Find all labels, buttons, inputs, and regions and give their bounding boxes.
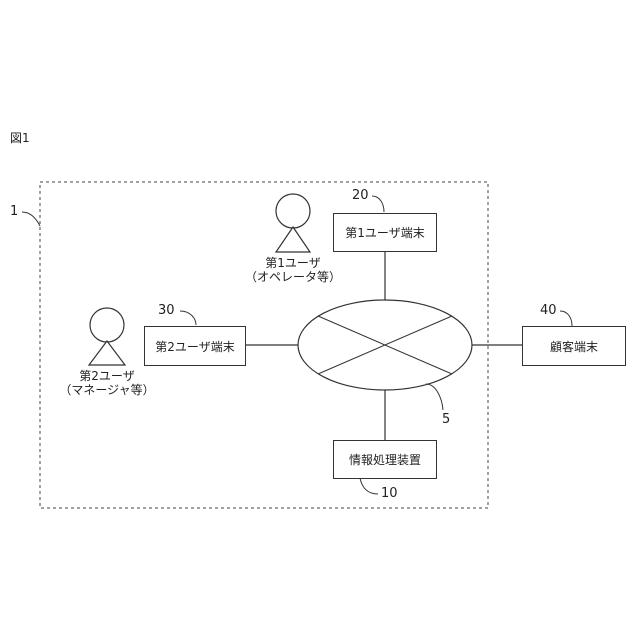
figure-label: 図1 xyxy=(10,131,30,145)
ref-5-leader xyxy=(426,384,443,410)
ref-5: 5 xyxy=(442,413,450,427)
first-user-caption: 第1ユーザ （オペレータ等） xyxy=(243,256,343,284)
ref-20-leader xyxy=(372,196,384,212)
ref-10: 10 xyxy=(381,487,398,501)
second-user-caption: 第2ユーザ （マネージャ等） xyxy=(52,369,162,397)
second-user-role: （マネージャ等） xyxy=(52,383,162,397)
customer-terminal-box: 顧客端末 xyxy=(522,326,626,366)
ref-30: 30 xyxy=(158,304,175,318)
ref-40: 40 xyxy=(540,304,557,318)
second-user-name: 第2ユーザ xyxy=(52,369,162,383)
first-user-terminal-label: 第1ユーザ端末 xyxy=(345,224,424,241)
first-user-role: （オペレータ等） xyxy=(243,270,343,284)
info-processing-device-label: 情報処理装置 xyxy=(349,451,421,468)
person-icon-first-user xyxy=(276,194,310,252)
system-ref-leader xyxy=(22,212,40,226)
person-icon-second-user xyxy=(89,308,125,365)
ref-40-leader xyxy=(560,311,572,326)
info-processing-device-box: 情報処理装置 xyxy=(333,440,437,479)
ref-20: 20 xyxy=(352,189,369,203)
ref-10-leader xyxy=(360,478,378,494)
customer-terminal-label: 顧客端末 xyxy=(550,338,598,355)
first-user-name: 第1ユーザ xyxy=(243,256,343,270)
system-ref: 1 xyxy=(10,205,18,219)
first-user-terminal-box: 第1ユーザ端末 xyxy=(333,213,437,252)
second-user-terminal-box: 第2ユーザ端末 xyxy=(144,326,246,366)
second-user-terminal-label: 第2ユーザ端末 xyxy=(155,338,234,355)
ref-30-leader xyxy=(180,311,196,325)
